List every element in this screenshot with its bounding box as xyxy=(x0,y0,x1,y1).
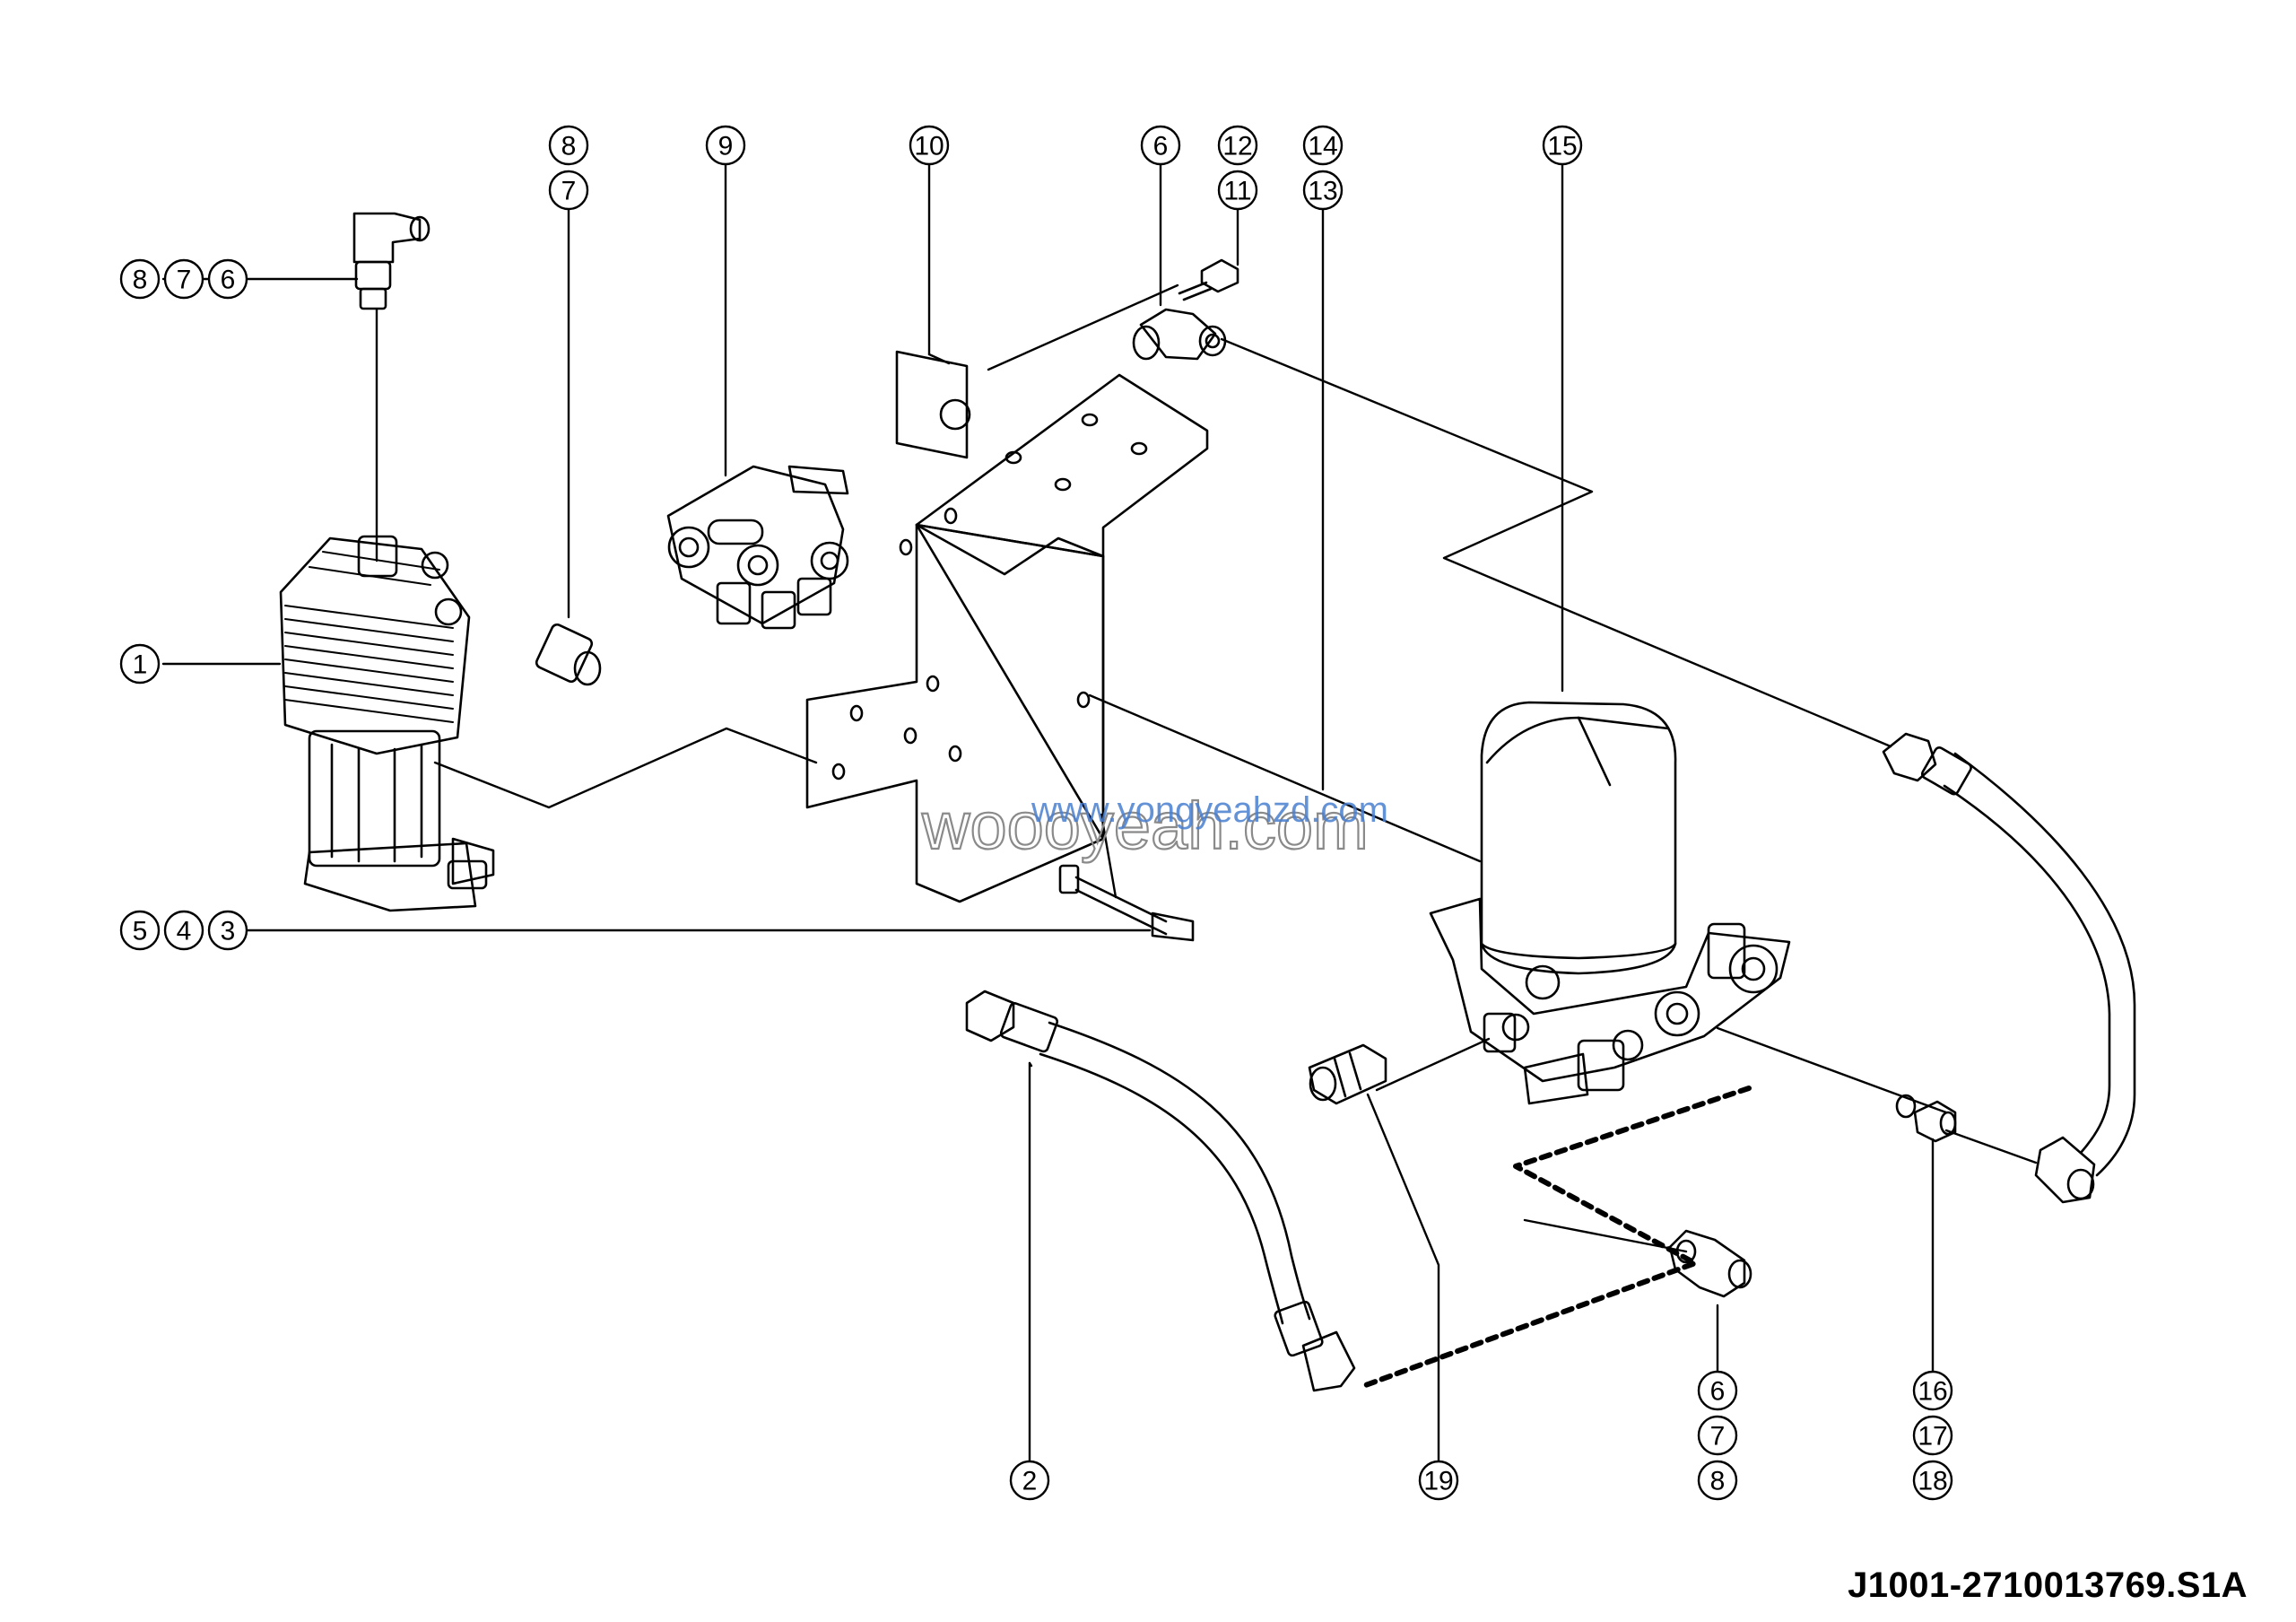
callout-9: 9 xyxy=(705,125,746,166)
callout-6-center: 6 xyxy=(1140,125,1181,166)
svg-text:16: 16 xyxy=(1918,1377,1947,1407)
svg-text:6: 6 xyxy=(1153,132,1169,161)
mounting-bracket xyxy=(805,350,1209,903)
callout-2: 2 xyxy=(1009,1460,1050,1501)
svg-text:7: 7 xyxy=(1710,1422,1726,1452)
svg-text:6: 6 xyxy=(1710,1377,1726,1407)
callout-15: 15 xyxy=(1542,125,1583,166)
hose-left xyxy=(965,990,1356,1392)
angled-connector xyxy=(1668,1229,1752,1298)
svg-text:19: 19 xyxy=(1423,1467,1453,1496)
callout-8-stack: 8 xyxy=(548,125,589,166)
callouts: 8 7 6 1 5 4 3 8 7 9 10 6 12 11 14 13 15 … xyxy=(119,125,1953,1501)
callout-7-bottom: 7 xyxy=(1697,1415,1738,1456)
callout-6-top-left: 6 xyxy=(207,258,248,300)
callout-3: 3 xyxy=(207,910,248,951)
svg-text:5: 5 xyxy=(133,917,148,946)
hose-right xyxy=(1882,732,2136,1204)
fitting-set xyxy=(1895,1094,1957,1143)
document-code: J1001-2710013769.S1A xyxy=(1848,1565,2248,1605)
protection-valve xyxy=(666,465,849,630)
svg-text:4: 4 xyxy=(177,917,192,946)
svg-text:14: 14 xyxy=(1308,132,1337,161)
callout-10: 10 xyxy=(909,125,950,166)
callout-18: 18 xyxy=(1912,1460,1953,1501)
callout-17: 17 xyxy=(1912,1415,1953,1456)
callout-16: 16 xyxy=(1912,1370,1953,1411)
callout-12: 12 xyxy=(1217,125,1258,166)
callout-14: 14 xyxy=(1302,125,1344,166)
leader-lines xyxy=(161,158,2038,1476)
svg-text:11: 11 xyxy=(1223,177,1251,206)
callout-8-bottom: 8 xyxy=(1697,1460,1738,1501)
svg-text:3: 3 xyxy=(221,917,236,946)
bolt-small xyxy=(1178,258,1239,301)
svg-text:8: 8 xyxy=(1710,1467,1726,1496)
watermark-overlay: www.yongyeahzd.com xyxy=(1031,790,1388,830)
air-compressor xyxy=(279,535,495,912)
svg-text:2: 2 xyxy=(1022,1467,1038,1496)
svg-text:12: 12 xyxy=(1222,132,1252,161)
svg-text:8: 8 xyxy=(133,266,148,295)
callout-7-stack: 7 xyxy=(548,170,589,211)
callout-4: 4 xyxy=(163,910,204,951)
svg-text:1: 1 xyxy=(133,650,148,680)
callout-7-top-left: 7 xyxy=(163,258,204,300)
callout-1: 1 xyxy=(119,643,161,685)
svg-text:7: 7 xyxy=(177,266,192,295)
callout-13: 13 xyxy=(1302,170,1344,211)
svg-text:10: 10 xyxy=(914,132,944,161)
callout-19: 19 xyxy=(1418,1460,1459,1501)
watermark-outline: woooyeah.com xyxy=(921,789,1369,863)
svg-text:7: 7 xyxy=(561,177,577,206)
callout-5: 5 xyxy=(119,910,161,951)
svg-text:13: 13 xyxy=(1308,177,1337,206)
straight-fitting xyxy=(535,623,602,686)
svg-text:15: 15 xyxy=(1547,132,1577,161)
svg-text:8: 8 xyxy=(561,132,577,161)
long-bolt xyxy=(1058,864,1195,942)
elbow-fitting-center xyxy=(1132,308,1227,361)
svg-text:6: 6 xyxy=(221,266,236,295)
svg-text:9: 9 xyxy=(718,132,734,161)
callout-6-bottom: 6 xyxy=(1697,1370,1738,1411)
callout-11: 11 xyxy=(1217,170,1258,211)
callout-8-top-left: 8 xyxy=(119,258,161,300)
elbow-fitting-top xyxy=(352,212,430,310)
air-dryer xyxy=(1429,701,1791,1105)
dotted-route xyxy=(1361,1086,1752,1389)
svg-text:17: 17 xyxy=(1918,1422,1947,1452)
pressure-sensor xyxy=(1308,1043,1387,1105)
svg-text:18: 18 xyxy=(1918,1467,1947,1496)
